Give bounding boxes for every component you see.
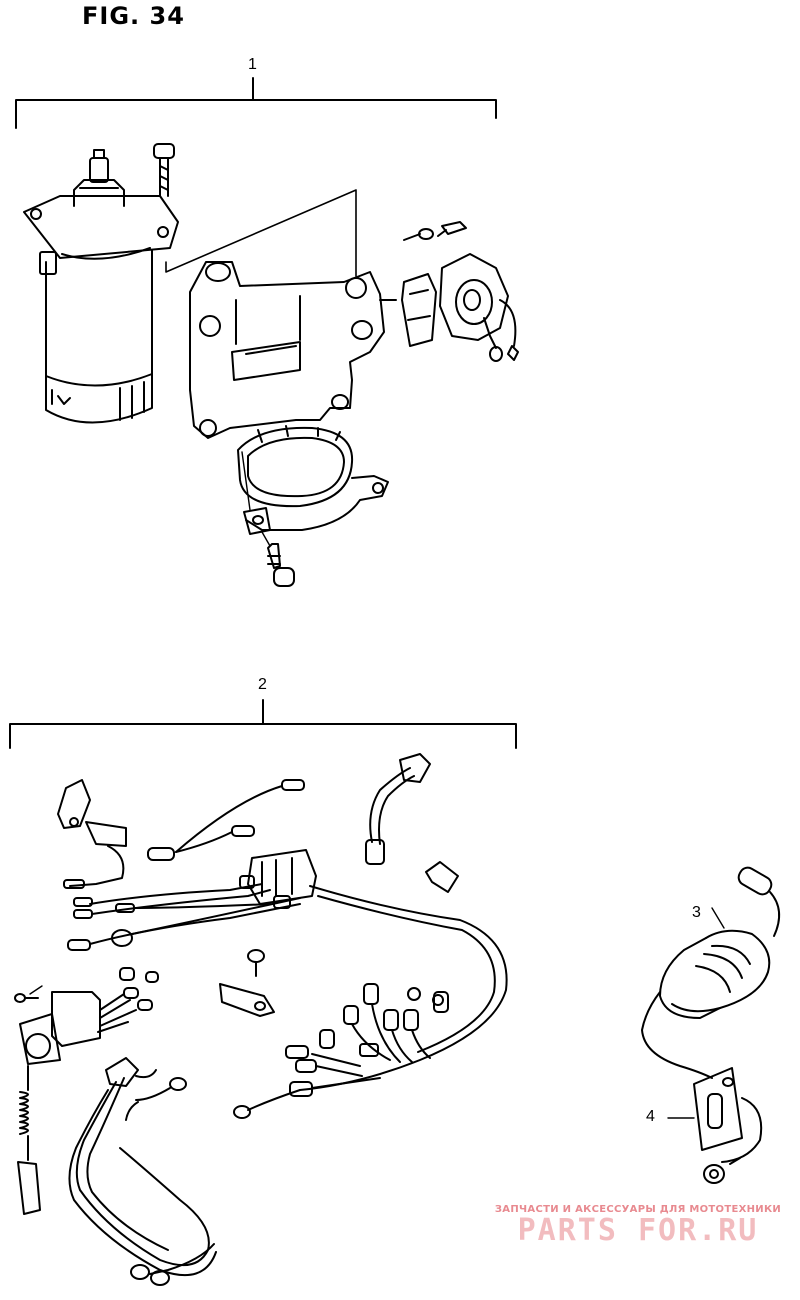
bracket-group-1 [15,77,497,129]
starter-bolt [153,143,175,197]
watermark: ЗАПЧАСТИ И АКСЕССУАРЫ ДЛЯ МОТОТЕХНИКИ PA… [488,1204,788,1248]
callout-2: 2 [258,676,267,693]
watermark-brand: PARTS FOR.RU [517,1213,759,1248]
callout-1: 1 [248,56,257,73]
callout-3: 3 [692,904,701,921]
bracket-group-2 [9,699,517,749]
starter-bracket [189,261,397,439]
stop-switch [641,866,781,1079]
starter-motor [23,149,179,424]
clamp-bolt [261,531,295,587]
wiring-harness [14,753,508,1286]
starter-band-clamp [237,425,389,535]
starter-solenoid [401,221,519,362]
alignment-guide [165,189,357,277]
callout-4: 4 [646,1108,655,1125]
figure-title: FIG. 34 [82,2,185,30]
fuse-holder [667,1067,763,1184]
watermark-caption: ЗАПЧАСТИ И АКСЕССУАРЫ ДЛЯ МОТОТЕХНИКИ [494,1204,782,1215]
